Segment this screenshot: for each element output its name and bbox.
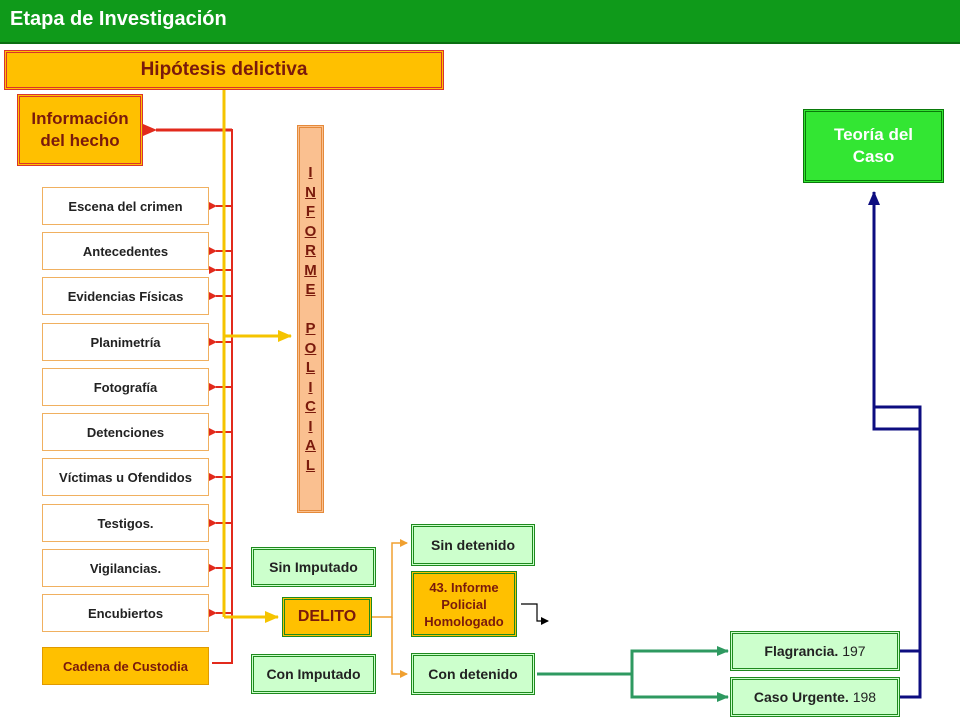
item-escena: Escena del crimen bbox=[42, 187, 209, 225]
info-hecho-box: Información del hecho bbox=[17, 94, 143, 166]
caso-urgente-box: Caso Urgente. 198 bbox=[730, 677, 900, 717]
inf43-line3: Homologado bbox=[424, 613, 504, 629]
informe-letter: P bbox=[305, 320, 316, 337]
item-vigilancias: Vigilancias. bbox=[42, 549, 209, 587]
item-evidencias: Evidencias Físicas bbox=[42, 277, 209, 315]
navy-connectors bbox=[868, 191, 922, 699]
page-title: Etapa de Investigación bbox=[10, 8, 227, 30]
informe-letter: R bbox=[305, 242, 316, 259]
item-fotografia: Fotografía bbox=[42, 368, 209, 406]
inf43-line2: Policial bbox=[441, 596, 487, 612]
flagrancia-label: Flagrancia. bbox=[764, 643, 839, 659]
informe-letter: A bbox=[305, 437, 316, 454]
informe-letter: F bbox=[305, 203, 316, 220]
delito-box: DELITO bbox=[282, 597, 372, 637]
item-detenciones: Detenciones bbox=[42, 413, 209, 451]
orange-connectors bbox=[372, 539, 408, 678]
caso-urgente-num: 198 bbox=[852, 689, 877, 705]
item-encubiertos: Encubiertos bbox=[42, 594, 209, 632]
informe-policial-box: I N F O R M E P O L I C I A L bbox=[297, 125, 324, 513]
item-planimetria: Planimetría bbox=[42, 323, 209, 361]
sin-imputado-box: Sin Imputado bbox=[251, 547, 376, 587]
con-detenido-box: Con detenido bbox=[411, 653, 535, 695]
informe-letter: I bbox=[308, 417, 313, 435]
informe-letter: O bbox=[304, 222, 317, 240]
black-connector bbox=[521, 603, 549, 625]
green-connectors bbox=[537, 646, 729, 702]
title-bar: Etapa de Investigación bbox=[0, 0, 960, 44]
informe-letter: C bbox=[305, 398, 316, 415]
info-hecho-line2: del hecho bbox=[40, 131, 120, 150]
informe-letter: L bbox=[305, 359, 316, 376]
sin-detenido-box: Sin detenido bbox=[411, 524, 535, 566]
item-victimas: Víctimas u Ofendidos bbox=[42, 458, 209, 496]
informe-letter: I bbox=[308, 164, 313, 181]
item-antecedentes: Antecedentes bbox=[42, 232, 209, 270]
informe-letter: N bbox=[305, 183, 316, 201]
item-testigos: Testigos. bbox=[42, 504, 209, 542]
caso-urgente-label: Caso Urgente. bbox=[753, 689, 849, 705]
informe-letter: E bbox=[305, 281, 316, 298]
yellow-connectors bbox=[222, 90, 292, 623]
informe-letter: L bbox=[305, 456, 316, 474]
informe-letter: I bbox=[308, 378, 313, 396]
teoria-line2: Caso bbox=[852, 147, 895, 166]
teoria-line1: Teoría del bbox=[833, 125, 914, 144]
info-hecho-line1: Información bbox=[31, 109, 129, 128]
flagrancia-num: 197 bbox=[842, 643, 866, 659]
hypothesis-box: Hipótesis delictiva bbox=[4, 50, 444, 90]
flagrancia-box: Flagrancia. 197 bbox=[730, 631, 900, 671]
cadena-custodia-box: Cadena de Custodia bbox=[42, 647, 209, 685]
con-imputado-box: Con Imputado bbox=[251, 654, 376, 694]
inf43-line1: 43. Informe bbox=[429, 579, 499, 595]
informe-letter: O bbox=[304, 339, 317, 357]
informe-letter: M bbox=[304, 261, 317, 279]
